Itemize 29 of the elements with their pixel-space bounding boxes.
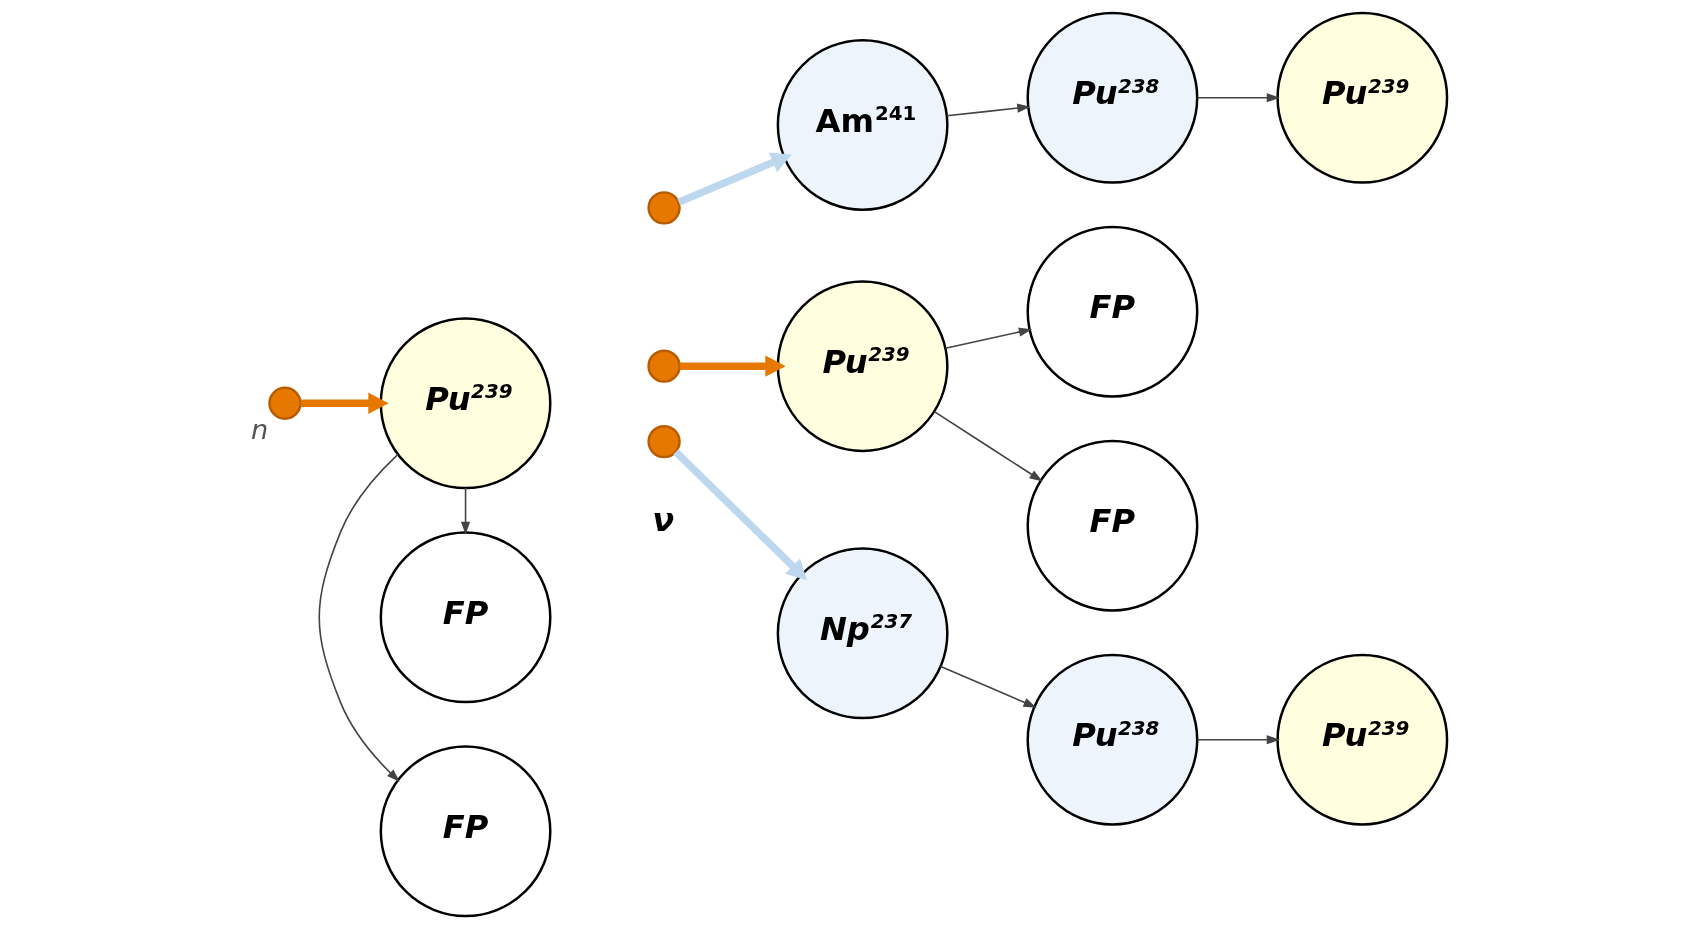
node-circle: FP	[379, 531, 551, 704]
node-circle	[646, 424, 681, 459]
arrow	[1196, 93, 1280, 103]
arrow	[300, 392, 389, 414]
arrow	[944, 327, 1032, 349]
node-circle: Pu$^{239}$	[1275, 653, 1448, 826]
node-circle: Np$^{237}$	[776, 547, 949, 720]
node-circle	[267, 386, 302, 420]
node-circle: Pu$^{239}$	[776, 280, 949, 453]
node-circle: Am$^{241}$	[776, 39, 949, 211]
arrow	[1196, 735, 1280, 745]
arrow	[679, 355, 786, 377]
arrow	[939, 665, 1037, 708]
arrow	[317, 453, 400, 782]
arrow	[945, 103, 1030, 117]
node-circle	[646, 191, 681, 225]
node-circle: Pu$^{239}$	[379, 317, 551, 490]
node-circle	[646, 349, 681, 383]
arrow	[676, 152, 792, 206]
arrow	[933, 410, 1043, 482]
node-circle: Pu$^{239}$	[1275, 11, 1448, 184]
arrow	[460, 487, 470, 535]
node-circle: FP	[1026, 225, 1198, 398]
label: ν	[651, 501, 674, 540]
node-circle: Pu$^{238}$	[1026, 11, 1198, 184]
node-circle: FP	[379, 745, 551, 918]
arrow	[672, 449, 807, 581]
node-circle: Pu$^{238}$	[1026, 653, 1198, 826]
node-label: n	[250, 414, 268, 446]
